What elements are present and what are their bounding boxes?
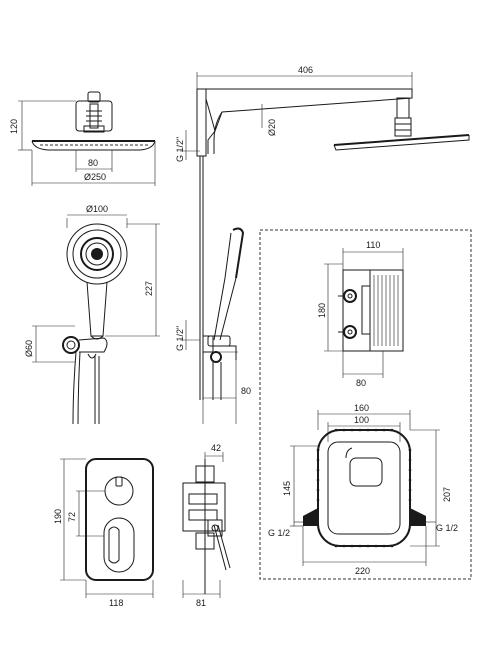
concealed-box-side-view xyxy=(338,269,404,352)
wall-outlet-bracket xyxy=(202,335,238,400)
thread-right-dimension: G 1/2 xyxy=(426,521,458,533)
mixer-side-view xyxy=(182,459,231,594)
box-depth-dimension: 80 xyxy=(342,351,384,388)
dim-head-mount-width: 80 xyxy=(88,158,98,168)
thread-top-dimension: G 1/2" xyxy=(175,130,200,162)
thread-mid-dimension: G 1/2" xyxy=(175,320,200,351)
overhead-shower-arm xyxy=(196,88,470,157)
frame-width-dimension: 220 xyxy=(302,526,427,576)
dim-hand-length: 227 xyxy=(144,281,154,296)
dim-holder-diameter: Ø60 xyxy=(24,340,34,357)
hand-shower-front-view xyxy=(66,223,128,340)
valve-depth-dimension: 81 xyxy=(182,580,221,608)
shower-head-side-view xyxy=(31,91,156,151)
dim-thread-top: G 1/2" xyxy=(175,137,185,162)
hand-shower-hose xyxy=(72,351,100,425)
dim-bracket-depth: 80 xyxy=(241,386,251,396)
dim-box-width: 110 xyxy=(366,240,380,250)
dim-frame-total-height: 207 xyxy=(442,487,452,502)
dim-frame-inner: 100 xyxy=(354,415,369,425)
frame-inner-dimension: 100 xyxy=(327,415,401,442)
dim-thread-mid: G 1/2" xyxy=(175,326,185,351)
dim-plate-depth: 42 xyxy=(211,443,221,453)
frame-total-height-dimension: 207 xyxy=(410,429,452,547)
dim-thread-left: G 1/2 xyxy=(268,528,290,538)
bracket-depth-dimension: 80 xyxy=(202,360,251,424)
head-height-dimension: 120 xyxy=(9,100,76,151)
plate-height-dimension: 190 xyxy=(53,458,86,581)
dim-box-depth: 80 xyxy=(356,378,366,388)
knob-offset-dimension: 72 xyxy=(67,490,105,537)
dim-plate-height: 190 xyxy=(53,509,63,524)
concealed-box-inset-frame xyxy=(259,229,472,580)
dim-plate-width: 118 xyxy=(109,598,123,608)
dim-head-diameter: Ø250 xyxy=(84,172,106,182)
dim-knob-offset: 72 xyxy=(67,512,77,522)
thread-left-dimension: G 1/2 xyxy=(268,521,303,538)
dim-head-height: 120 xyxy=(9,119,19,134)
dim-frame-outer: 160 xyxy=(354,403,369,413)
mounting-frame-front-view xyxy=(303,428,426,548)
riser-pipe xyxy=(199,156,204,400)
dim-hand-diameter: Ø100 xyxy=(86,204,108,214)
mixer-faceplate-front xyxy=(85,458,154,581)
dim-frame-width: 220 xyxy=(355,566,370,576)
head-mount-width-dimension: 80 xyxy=(75,150,113,172)
hand-length-dimension: 227 xyxy=(105,223,160,337)
plate-width-dimension: 118 xyxy=(85,580,154,608)
dim-thread-right: G 1/2 xyxy=(436,523,458,533)
arm-diameter-dimension: Ø20 xyxy=(261,104,277,136)
dim-arm-diameter: Ø20 xyxy=(267,119,277,136)
dim-valve-depth: 81 xyxy=(196,598,206,608)
plate-depth-dimension: 42 xyxy=(204,443,224,462)
arm-length-dimension: 406 xyxy=(196,65,413,89)
hand-shower-side-view xyxy=(207,227,245,347)
holder-diameter-dimension: Ø60 xyxy=(24,325,75,363)
hand-shower-holder xyxy=(62,336,108,359)
frame-outer-dimension: 160 xyxy=(317,403,411,430)
dim-box-height: 180 xyxy=(317,303,327,318)
dim-frame-height: 145 xyxy=(282,481,292,496)
hand-diameter-dimension: Ø100 xyxy=(66,204,128,228)
frame-height-dimension: 145 xyxy=(282,445,318,527)
head-diameter-dimension: Ø250 xyxy=(31,141,156,186)
box-height-dimension: 180 xyxy=(317,263,343,352)
dim-arm-length: 406 xyxy=(298,65,313,75)
box-width-dimension: 110 xyxy=(342,240,404,270)
